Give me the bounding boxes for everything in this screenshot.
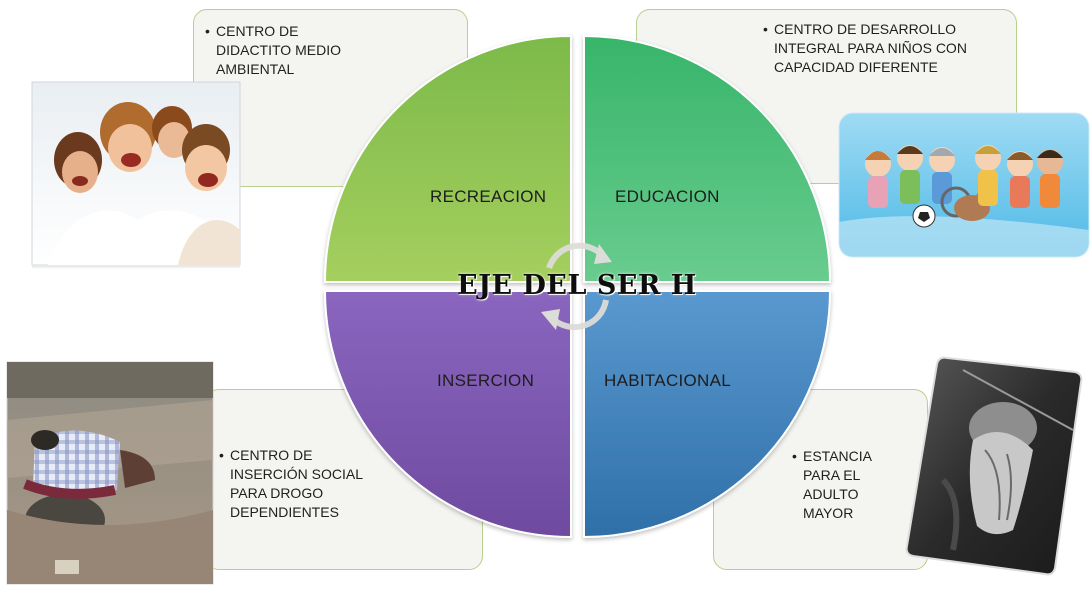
center-title: EJE DEL SER H [457,270,697,301]
box-recreacion-text: CENTRO DE DIDACTITO MEDIO AMBIENTAL [205,22,341,79]
cartoon-children-illustration [838,112,1090,258]
box-educacion-text: CENTRO DE DESARROLLO INTEGRAL PARA NIÑOS… [763,20,967,77]
label-recreacion: RECREACION [430,187,547,206]
elderly-hands-praying-photo [905,356,1083,576]
label-educacion: EDUCACION [615,187,720,206]
box-insercion: CENTRO DE INSERCIÓN SOCIAL PARA DROGO DE… [205,389,483,570]
children-laughing-photo [31,81,241,270]
label-insercion: INSERCION [437,371,535,390]
box-insercion-text: CENTRO DE INSERCIÓN SOCIAL PARA DROGO DE… [219,446,363,522]
person-sleeping-street-photo [6,361,214,585]
box-habitacional: ESTANCIA PARA EL ADULTO MAYOR [713,389,928,570]
box-habitacional-text: ESTANCIA PARA EL ADULTO MAYOR [792,447,872,523]
label-habitacional: HABITACIONAL [604,371,732,390]
